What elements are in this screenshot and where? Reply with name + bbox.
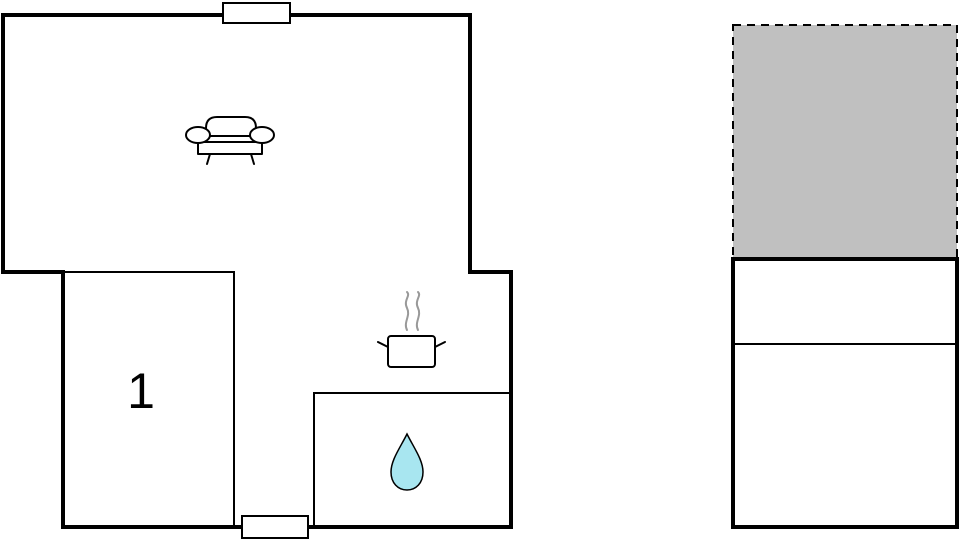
window-top <box>222 2 291 24</box>
room-label: 1 <box>127 363 155 419</box>
steam-line <box>415 291 421 331</box>
entrance-door <box>241 515 309 539</box>
bathroom <box>313 392 511 527</box>
terrace <box>732 24 958 260</box>
bedroom-wall <box>63 271 235 527</box>
outer-wall <box>1 13 513 529</box>
side-unit <box>731 24 959 529</box>
cooking-pot-icon <box>377 291 446 368</box>
bedroom: 1 <box>63 271 235 527</box>
main-unit: 1 <box>1 2 513 539</box>
side-room <box>731 257 959 529</box>
water-drop-icon <box>390 432 424 491</box>
sofa-icon <box>185 116 275 165</box>
steam-line <box>404 291 410 331</box>
bathroom-wall <box>313 392 511 527</box>
